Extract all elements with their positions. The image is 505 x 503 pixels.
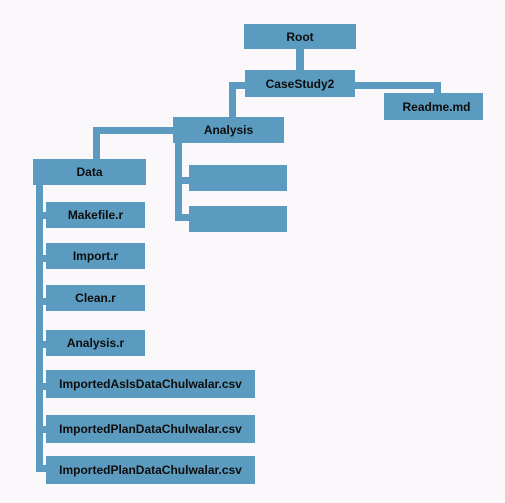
connector-file-5-h xyxy=(36,383,46,390)
connector-analysis-child-1-h xyxy=(175,177,189,184)
node-root: Root xyxy=(244,24,356,49)
node-analysis: Analysis xyxy=(173,117,284,143)
node-file-imported-plan-2: ImportedPlanDataChulwalar.csv xyxy=(46,456,255,484)
connector-casestudy-readme-h xyxy=(355,82,441,89)
node-data: Data xyxy=(33,159,146,185)
node-file-clean: Clean.r xyxy=(46,285,145,311)
connector-file-4-h xyxy=(36,341,46,348)
connector-file-1-h xyxy=(36,212,46,219)
node-analysis-child-2 xyxy=(189,206,287,232)
node-file-analysis: Analysis.r xyxy=(46,330,145,356)
connector-data-files-v xyxy=(36,185,43,472)
node-analysis-child-1 xyxy=(189,165,287,191)
connector-analysis-child-2-h xyxy=(175,214,189,221)
connector-casestudy-analysis-v xyxy=(229,82,236,118)
connector-root-casestudy xyxy=(296,48,304,70)
connector-analysis-data-v xyxy=(93,127,100,160)
node-readme: Readme.md xyxy=(384,93,483,120)
connector-file-6-h xyxy=(36,426,46,433)
connector-file-3-h xyxy=(36,298,46,305)
node-file-imported-asis: ImportedAsIsDataChulwalar.csv xyxy=(46,370,255,398)
connector-casestudy-readme-v xyxy=(434,82,441,94)
connector-analysis-data-h xyxy=(93,127,174,134)
connector-file-7-h xyxy=(36,465,46,472)
node-file-imported-plan-1: ImportedPlanDataChulwalar.csv xyxy=(46,415,255,443)
node-file-import: Import.r xyxy=(46,243,145,269)
connector-file-2-h xyxy=(36,255,46,262)
node-file-makefile: Makefile.r xyxy=(46,202,145,228)
node-casestudy: CaseStudy2 xyxy=(245,70,355,97)
connector-casestudy-analysis-h xyxy=(229,82,245,89)
